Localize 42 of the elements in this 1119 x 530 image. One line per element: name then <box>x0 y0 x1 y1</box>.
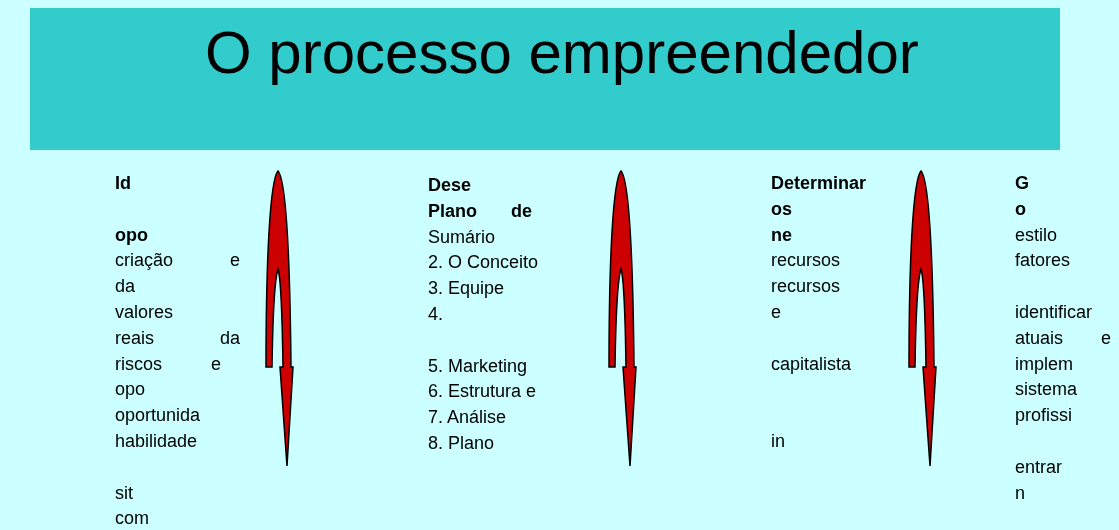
body-text: e <box>771 301 781 323</box>
body-text: 7. Análise <box>428 406 507 429</box>
body-text: 3. Equipe <box>428 277 505 300</box>
heading-text: o <box>1015 197 1026 220</box>
body-text: 2. O Conceito <box>428 251 539 274</box>
body-text: 4. <box>428 303 443 325</box>
body-text: 6. Estrutura e <box>428 380 537 403</box>
heading-text: Plano de <box>428 199 532 222</box>
body-text: oportunida <box>115 404 201 427</box>
heading-text: Determinar <box>771 172 867 194</box>
body-text: 5. Marketing <box>428 354 528 377</box>
heading-text: os <box>771 197 792 220</box>
body-text: sit <box>115 481 133 504</box>
body-text: da <box>115 275 136 298</box>
heading-text: G <box>1015 172 1029 194</box>
body-text: opo <box>115 378 146 401</box>
heading-text: Id <box>115 172 131 194</box>
body-text: entrar <box>1015 455 1063 478</box>
body-text: capitalista <box>771 352 852 375</box>
body-text: criação e <box>115 249 240 272</box>
body-text: recursos <box>771 275 841 298</box>
body-text: valores <box>115 301 174 323</box>
body-text: reais da <box>115 326 240 349</box>
body-text: implem <box>1015 352 1073 375</box>
body-text: sistema <box>1015 378 1077 401</box>
heading-text: ne <box>771 223 792 246</box>
body-text: habilidade <box>115 430 198 452</box>
body-text: recursos <box>771 249 841 272</box>
title: O processo empreendedor <box>205 18 919 87</box>
body-text: Sumário <box>428 225 496 248</box>
body-text: 8. Plano <box>428 432 495 454</box>
body-text: atuais e <box>1015 326 1111 349</box>
body-text: profissi <box>1015 404 1072 427</box>
body-text: identificar <box>1015 301 1093 323</box>
body-text: n <box>1015 481 1025 504</box>
heading-text: Dese <box>428 174 472 196</box>
body-text: in <box>771 430 785 452</box>
body-text: riscos e <box>115 352 221 375</box>
body-text: com <box>115 507 149 530</box>
heading-text: opo <box>115 223 148 246</box>
body-text: fatores <box>1015 249 1071 272</box>
body-text: estilo <box>1015 223 1058 246</box>
